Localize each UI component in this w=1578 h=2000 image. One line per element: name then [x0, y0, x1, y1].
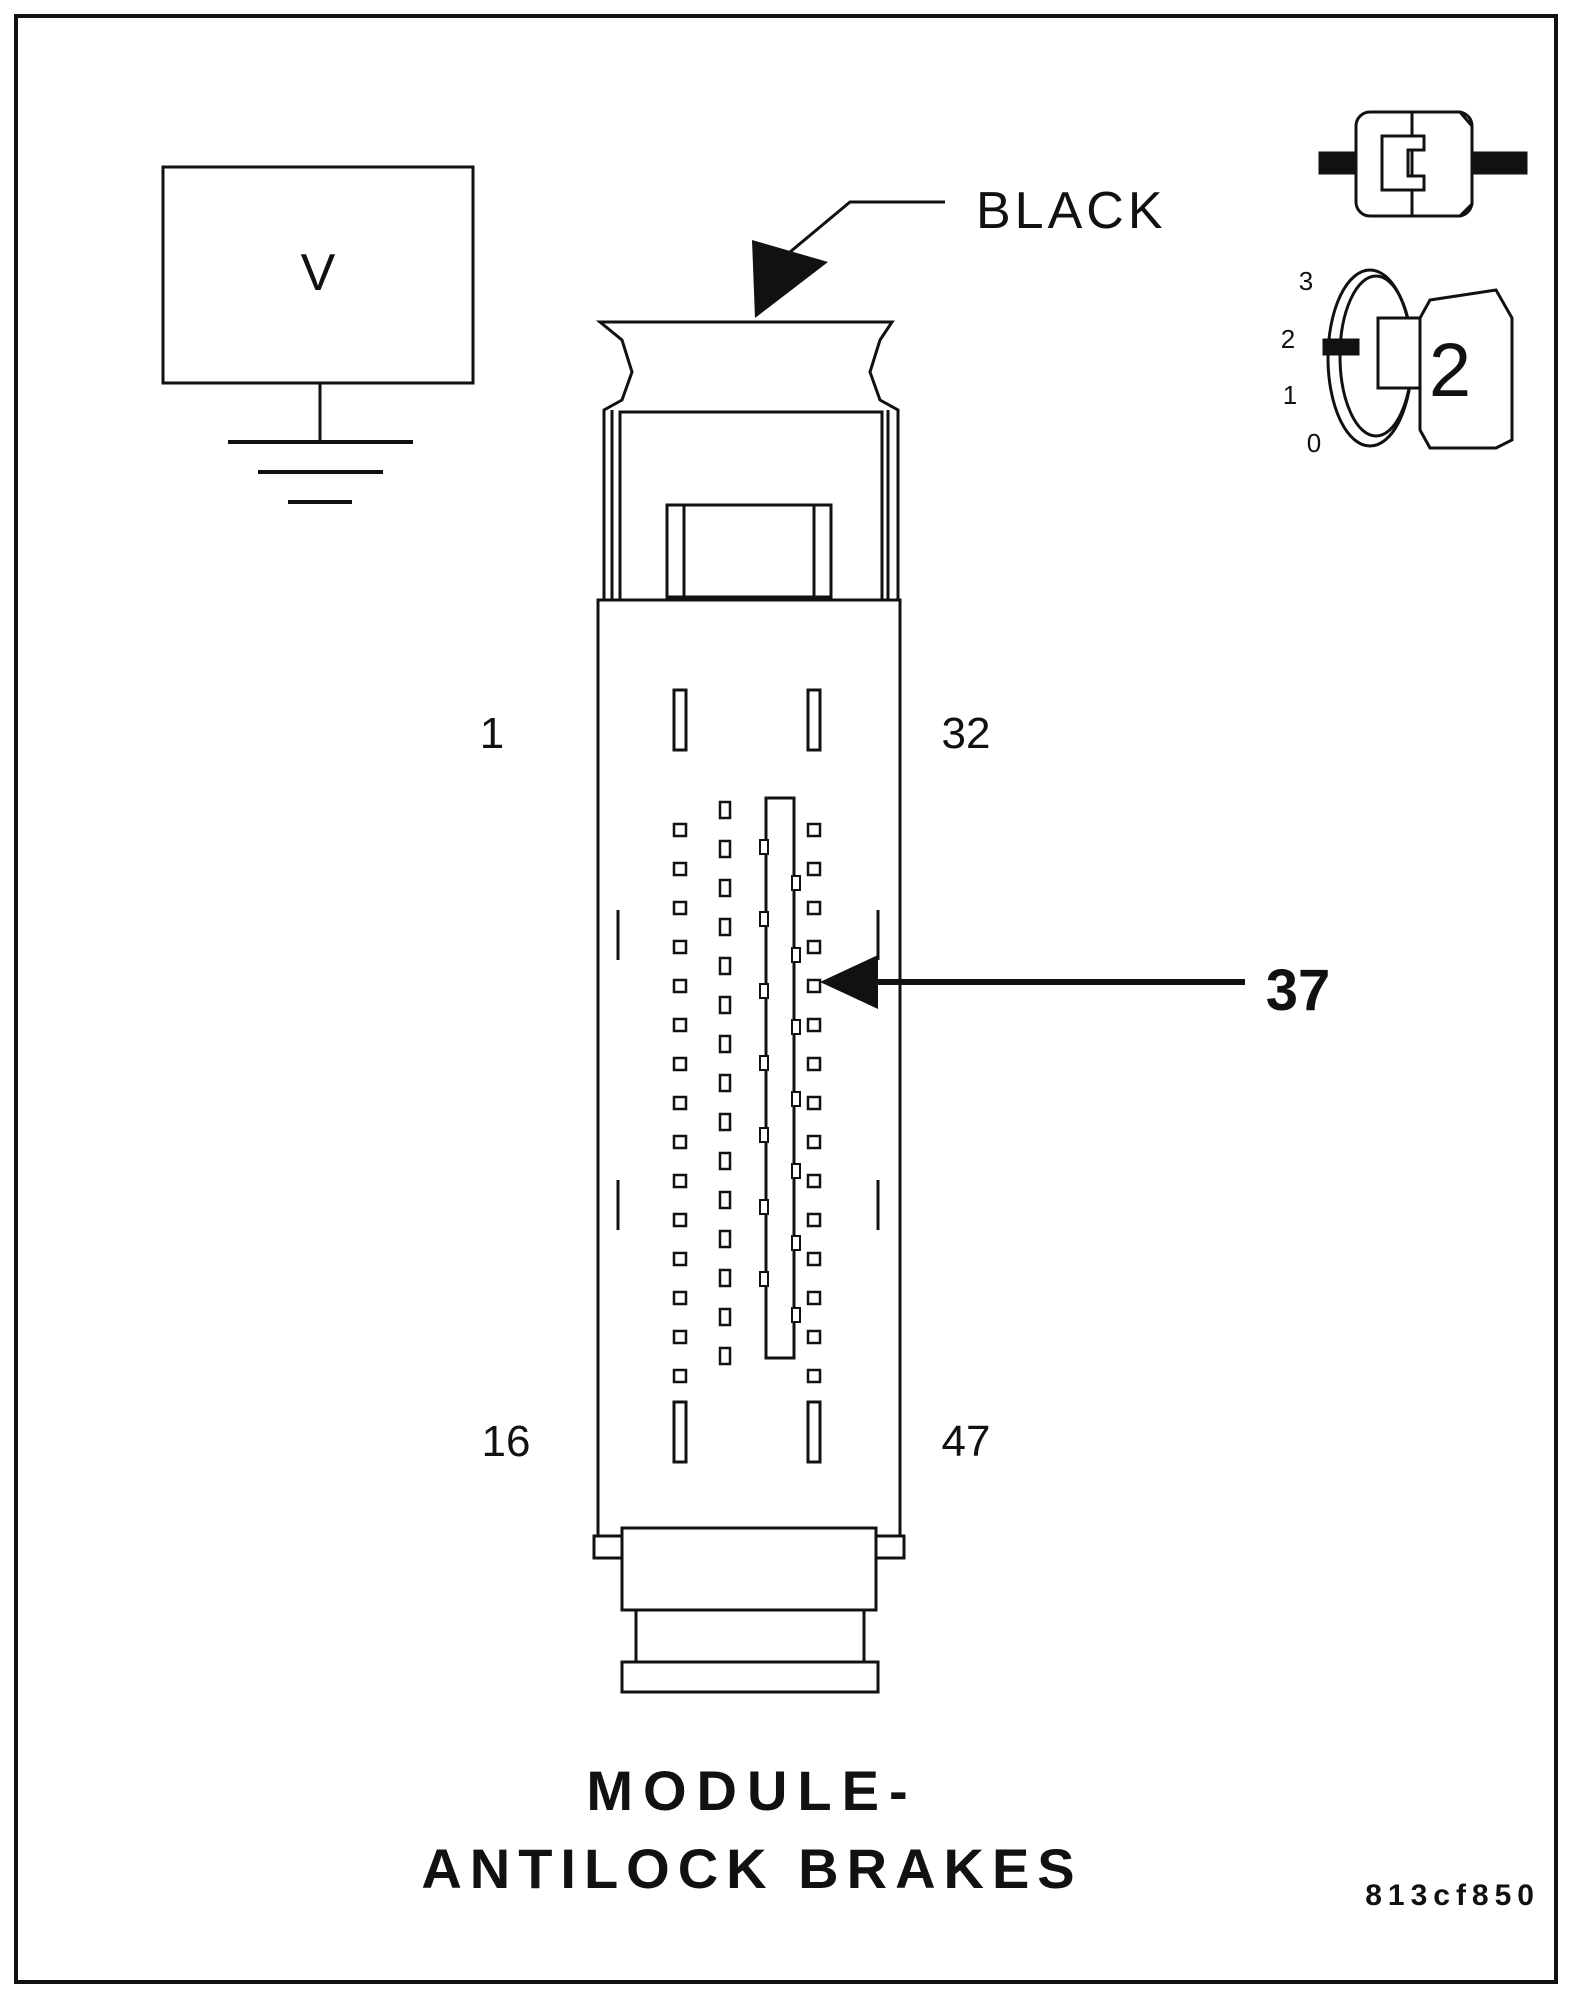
pin-cavity — [806, 1368, 822, 1384]
pin-cavity — [806, 1134, 822, 1150]
ignition-position-0: 0 — [1307, 428, 1321, 458]
pin-cavity — [718, 917, 732, 937]
key-notch — [759, 983, 769, 999]
pin-label-16: 16 — [482, 1417, 531, 1466]
pin-cavity — [672, 1017, 688, 1033]
key-notch — [759, 1055, 769, 1071]
key-notch — [791, 947, 801, 963]
voltmeter-box — [161, 165, 475, 385]
pin-cavity — [718, 1073, 732, 1093]
ignition-key-position: 2 — [1429, 328, 1471, 413]
key-notch — [791, 875, 801, 891]
pin-cavity — [806, 939, 822, 955]
pin-cavity — [806, 1017, 822, 1033]
pin-cavities — [672, 800, 822, 1384]
pin-cavity — [718, 1151, 732, 1171]
key-notch — [791, 1091, 801, 1107]
pin-cavity — [672, 1251, 688, 1267]
pin-cavity — [718, 1034, 732, 1054]
pin-cavity — [672, 978, 688, 994]
pin-cavity — [672, 1095, 688, 1111]
pin-cavity — [672, 861, 688, 877]
pin-cavity — [672, 1173, 688, 1189]
key-notch — [759, 1199, 769, 1215]
key-notch — [759, 1271, 769, 1287]
pin-callout — [820, 955, 1245, 1009]
key-notch — [791, 1019, 801, 1035]
pin-label-32: 32 — [942, 709, 991, 758]
key-notch — [791, 1163, 801, 1179]
voltmeter-label: V — [301, 244, 336, 302]
pin-cavity — [672, 1056, 688, 1072]
connector-color-label: BLACK — [976, 182, 1167, 240]
pin-cavity — [672, 900, 688, 916]
pin-cavity — [806, 1251, 822, 1267]
arrow-icon — [752, 240, 828, 318]
pin-cavity — [718, 1307, 732, 1327]
pin-cavity — [672, 1134, 688, 1150]
connector-housing — [596, 598, 902, 1538]
key-notch — [759, 911, 769, 927]
pin-cavity — [806, 1212, 822, 1228]
connector-body — [592, 320, 906, 1694]
pin-cavity — [718, 839, 732, 859]
ignition-position-1: 1 — [1283, 380, 1297, 410]
key-notch — [791, 1235, 801, 1251]
pin-cavity — [718, 1268, 732, 1288]
pin-cavity — [806, 978, 822, 994]
pin-cavity — [672, 1329, 688, 1345]
pin-cavity — [718, 800, 732, 820]
pin-callout-label: 37 — [1266, 958, 1331, 1023]
pin-cavity — [806, 1329, 822, 1345]
ignition-position-3: 3 — [1299, 266, 1313, 296]
pin-cavity — [672, 1290, 688, 1306]
callout-arrow-icon — [820, 955, 878, 1009]
pin-cavity — [806, 1056, 822, 1072]
pin-cavity — [672, 822, 688, 838]
pin-cavity — [718, 1112, 732, 1132]
pin-cavity — [718, 995, 732, 1015]
figure-id: 813cf850 — [1365, 1879, 1540, 1912]
pin-cavity — [806, 1173, 822, 1189]
connector-name-line1: MODULE- — [586, 1759, 917, 1822]
connector-icon — [1318, 110, 1528, 218]
pin-cavity — [718, 1229, 732, 1249]
pin-cavity — [718, 956, 732, 976]
pin-cavity — [806, 1290, 822, 1306]
pin-cavity — [718, 1190, 732, 1210]
key-notch — [791, 1307, 801, 1323]
pin-cavity — [806, 861, 822, 877]
pin-cavity — [672, 939, 688, 955]
connector-lock-tab — [665, 503, 833, 599]
pin-label-47: 47 — [942, 1417, 991, 1466]
pin-cavity — [806, 900, 822, 916]
pin-cavity — [806, 1095, 822, 1111]
pin-cavity — [672, 1368, 688, 1384]
key-notch — [759, 839, 769, 855]
connector-name-line2: ANTILOCK BRAKES — [421, 1837, 1082, 1900]
voltmeter — [161, 165, 475, 504]
pin-cavity — [806, 822, 822, 838]
ignition-key-icon — [1322, 268, 1514, 450]
ignition-position-2: 2 — [1281, 324, 1295, 354]
pin-cavity — [672, 1212, 688, 1228]
key-notch — [759, 1127, 769, 1143]
pin-cavity — [718, 1346, 732, 1366]
diagram-frame — [14, 14, 1558, 1984]
pin-cavity — [718, 878, 732, 898]
pin-label-1: 1 — [480, 709, 504, 758]
color-leader — [752, 200, 945, 318]
